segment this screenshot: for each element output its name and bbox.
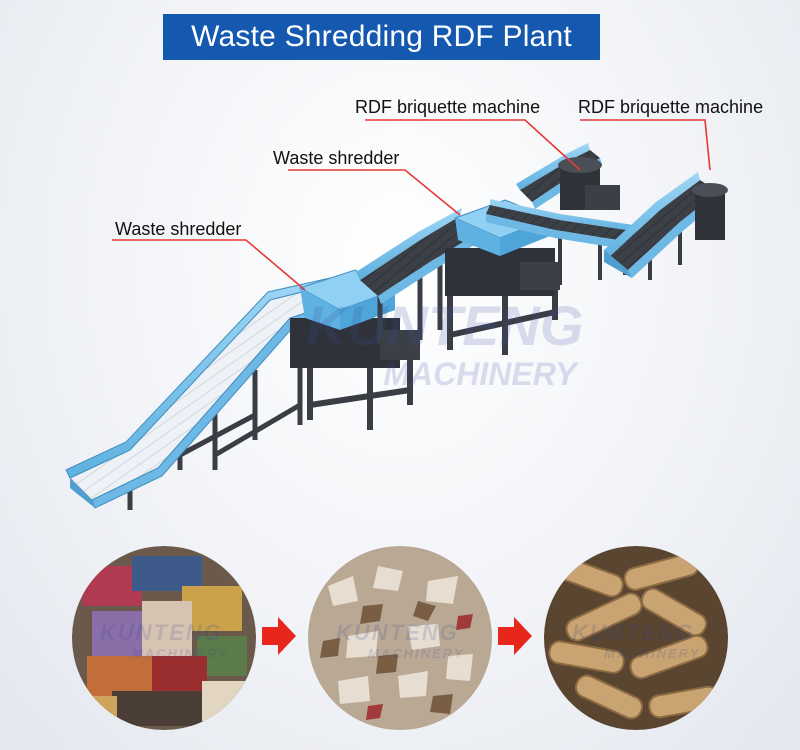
title-banner: Waste Shredding RDF Plant <box>163 14 600 60</box>
briquette-conveyor-2 <box>604 172 728 280</box>
briquette-conveyor-1 <box>516 143 620 210</box>
watermark-sub: MACHINERY <box>383 356 579 392</box>
rdf-pellets-photo: KUNTENG MACHINERY <box>544 546 728 730</box>
label-briquette-1: RDF briquette machine <box>355 97 541 117</box>
label-briquette-2: RDF briquette machine <box>578 97 764 117</box>
arrow-right-icon <box>262 617 296 655</box>
label-shredder-2: Waste shredder <box>273 148 400 168</box>
distribution-conveyor <box>486 199 640 285</box>
watermark-brand: KUNTENG <box>307 294 584 357</box>
arrow-right-icon <box>498 617 532 655</box>
mixed-waste-photo: KUNTENG MACHINERY <box>72 546 256 730</box>
callout-lines <box>112 119 711 291</box>
shredded-waste-photo: KUNTENG MACHINERY <box>308 546 492 730</box>
label-shredder-1: Waste shredder <box>115 219 242 239</box>
plant-illustration: KUNTENG MACHINERY <box>65 119 728 510</box>
